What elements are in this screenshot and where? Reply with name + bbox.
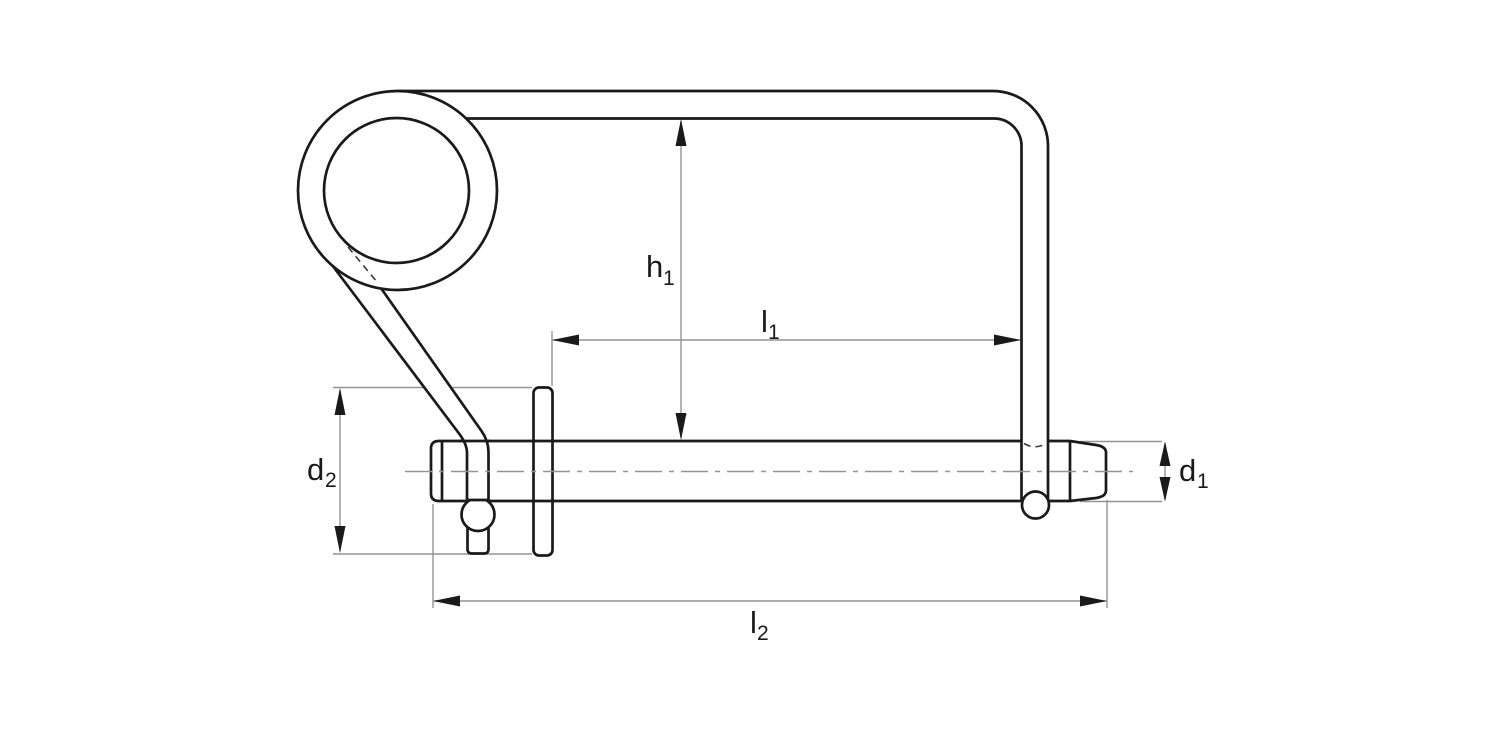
dimension-label-l2: l 2 (750, 605, 769, 645)
l2-arrow-right (1080, 595, 1107, 607)
d1-arrow-up (1159, 441, 1171, 466)
d1-label-subscript: 1 (1197, 470, 1209, 493)
hidden-wire-dash-loop (347, 246, 378, 283)
d1-label-base: d (1179, 453, 1196, 488)
h1-label-base: h (646, 249, 663, 284)
handle-diagonal-wire (324, 255, 490, 502)
l1-arrow-left (552, 334, 579, 346)
h1-label-subscript: 1 (663, 267, 675, 290)
wire-ball-end-left (460, 496, 496, 533)
dimension-arrowheads (334, 119, 1171, 607)
d2-arrow-up (334, 388, 346, 415)
h1-arrow-up (675, 119, 687, 146)
d2-label-subscript: 2 (325, 469, 337, 492)
dimension-label-l1: l 1 (761, 304, 780, 344)
dimension-label-h1: h 1 (646, 249, 675, 290)
hidden-pin-edge-dash (1023, 442, 1047, 448)
l2-label-base: l (750, 605, 757, 640)
pin-edges-through-washer (532, 439, 554, 503)
d1-arrow-down (1159, 477, 1171, 502)
d2-label-base: d (307, 452, 324, 487)
dimension-label-d1: d 1 (1179, 453, 1209, 493)
l1-arrow-right (994, 334, 1021, 346)
dimension-label-d2: d 2 (307, 452, 337, 492)
spring-loop-inner (322, 116, 471, 265)
l1-label-subscript: 1 (768, 321, 780, 344)
d2-arrow-down (334, 526, 346, 553)
l2-arrow-left (433, 595, 460, 607)
handle-top-wire (396, 89, 1050, 502)
wire-ball-end-right (1020, 490, 1051, 520)
l2-label-subscript: 2 (757, 622, 769, 645)
l1-label-base: l (761, 304, 768, 339)
h1-arrow-down (675, 413, 687, 440)
pin-body (429, 439, 1108, 503)
